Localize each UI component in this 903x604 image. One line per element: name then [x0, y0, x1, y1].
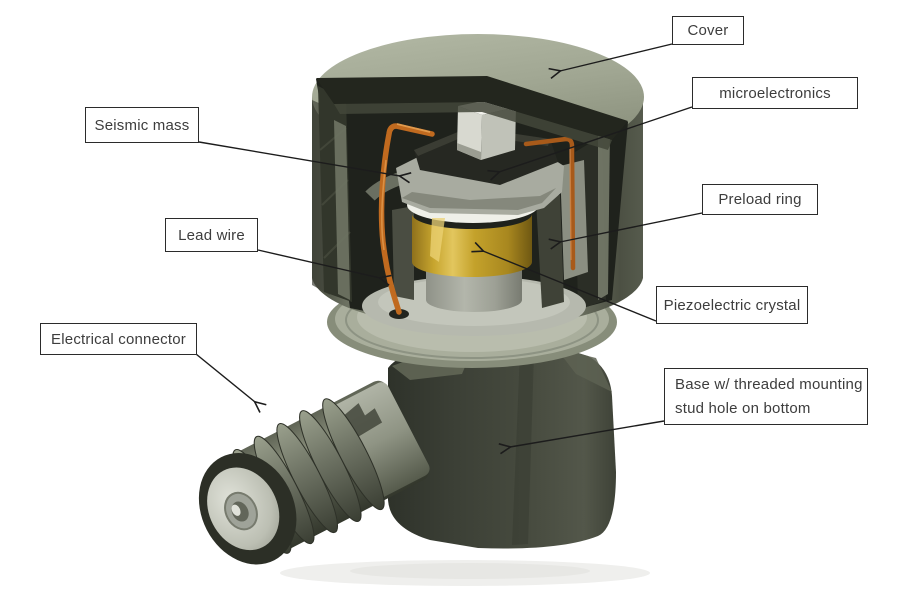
callout-lead-wire: Lead wire: [165, 218, 258, 252]
callout-cover: Cover: [672, 16, 744, 45]
callout-seismic-mass: Seismic mass: [85, 107, 199, 143]
callout-base: Base w/ threaded mounting stud hole on b…: [664, 368, 868, 425]
arrow-seismic-mass: [198, 141, 400, 176]
callout-arrows: [195, 43, 703, 447]
callout-base-line1: Base w/ threaded mounting: [675, 375, 863, 393]
cutaway-interior: [316, 76, 628, 336]
callout-microelectronics: microelectronics: [692, 77, 858, 109]
callout-preload-ring: Preload ring: [702, 184, 818, 215]
callout-electrical-connector: Electrical connector: [40, 323, 197, 355]
microelectronics-shape: [414, 99, 558, 185]
arrow-lead-wire: [257, 249, 380, 278]
callout-base-line2: stud hole on bottom: [675, 399, 811, 417]
cut-rim: [316, 76, 628, 140]
callout-lead-wire-text: Lead wire: [178, 226, 245, 244]
callout-microelectronics-text: microelectronics: [719, 84, 831, 102]
arrow-microelectronics: [499, 106, 693, 172]
ground-shadow: [280, 560, 650, 586]
callout-piezoelectric-crystal: Piezoelectric crystal: [656, 286, 808, 324]
arrow-cover: [560, 43, 673, 71]
electrical-connector-shape: [198, 380, 430, 565]
callout-piezoelectric-crystal-text: Piezoelectric crystal: [663, 296, 801, 314]
callout-electrical-connector-text: Electrical connector: [51, 330, 186, 348]
base-shape: [388, 346, 616, 549]
callout-preload-ring-text: Preload ring: [718, 191, 802, 208]
callout-seismic-mass-text: Seismic mass: [94, 116, 190, 134]
callout-cover-text: Cover: [687, 22, 729, 39]
arrow-preload-ring: [560, 212, 703, 242]
arrow-piezoelectric-crystal: [483, 251, 657, 322]
arrow-base: [510, 420, 665, 447]
arrow-electrical-connector: [195, 353, 255, 402]
